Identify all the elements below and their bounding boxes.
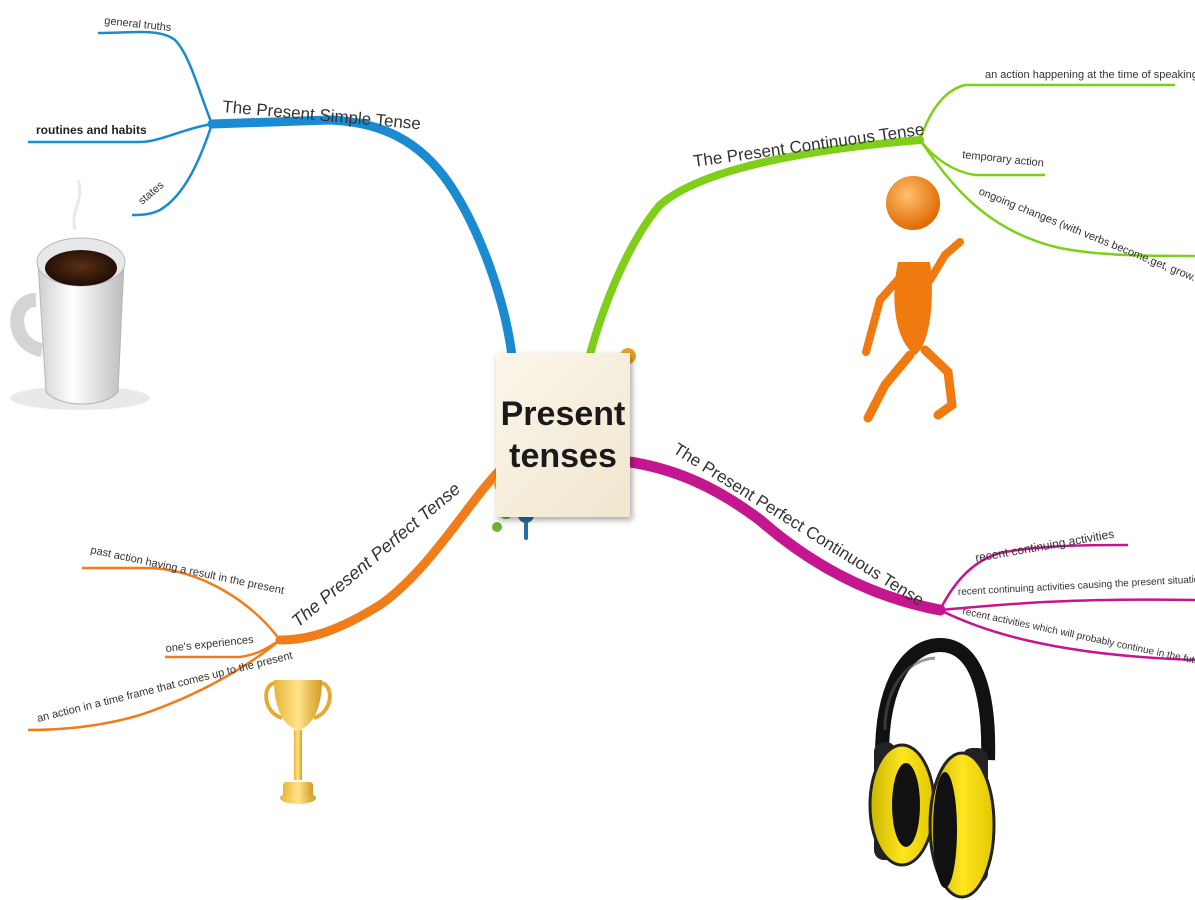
item-states: states bbox=[136, 179, 167, 207]
sub-line-ongoing bbox=[918, 139, 1195, 258]
sub-line-time-frame bbox=[27, 639, 281, 732]
item-temporary-action: temporary action bbox=[962, 149, 1045, 169]
item-past-result: past action having a result in the prese… bbox=[89, 544, 285, 597]
item-experiences: one's experiences bbox=[165, 634, 255, 655]
coffee-cup-icon bbox=[10, 179, 150, 410]
sub-line-causing bbox=[939, 598, 1195, 612]
running-figure-icon bbox=[862, 176, 964, 423]
sub-line-future bbox=[939, 608, 1195, 662]
item-causing-situation: recent continuing activities causing the… bbox=[958, 574, 1195, 598]
item-routines-habits: routines and habits bbox=[36, 123, 147, 137]
sub-line-result bbox=[82, 566, 281, 641]
center-node: Present tenses bbox=[496, 353, 630, 517]
center-title: Present tenses bbox=[500, 395, 626, 475]
item-action-now: an action happening at the time of speak… bbox=[985, 69, 1195, 81]
sub-line-recent bbox=[938, 543, 1129, 611]
branch-title-present-simple: The Present Simple Tense bbox=[222, 97, 422, 133]
branch-present-perfect-continuous: The Present Perfect Continuous Tense rec… bbox=[624, 439, 1195, 669]
branch-line-present-perfect-continuous bbox=[624, 456, 946, 616]
branch-present-perfect: The Present Perfect Tense past action ha… bbox=[27, 465, 505, 732]
sub-line-general-truths bbox=[97, 30, 214, 125]
sub-line-states bbox=[131, 123, 214, 217]
sub-line-routines bbox=[28, 122, 213, 144]
sub-line-action-now bbox=[918, 83, 1175, 141]
branch-line-present-continuous bbox=[586, 136, 924, 358]
trophy-icon bbox=[264, 680, 332, 804]
item-ongoing-changes: ongoing changes (with verbs become,get, … bbox=[977, 186, 1195, 288]
branch-line-present-perfect bbox=[275, 465, 505, 645]
branch-title-present-perfect-continuous: The Present Perfect Continuous Tense bbox=[670, 439, 927, 610]
branch-line-present-simple bbox=[207, 115, 517, 361]
item-will-continue: recent activities which will probably co… bbox=[961, 606, 1195, 669]
headphones-icon bbox=[868, 637, 996, 899]
item-time-frame: an action in a time frame that comes up … bbox=[36, 650, 294, 725]
